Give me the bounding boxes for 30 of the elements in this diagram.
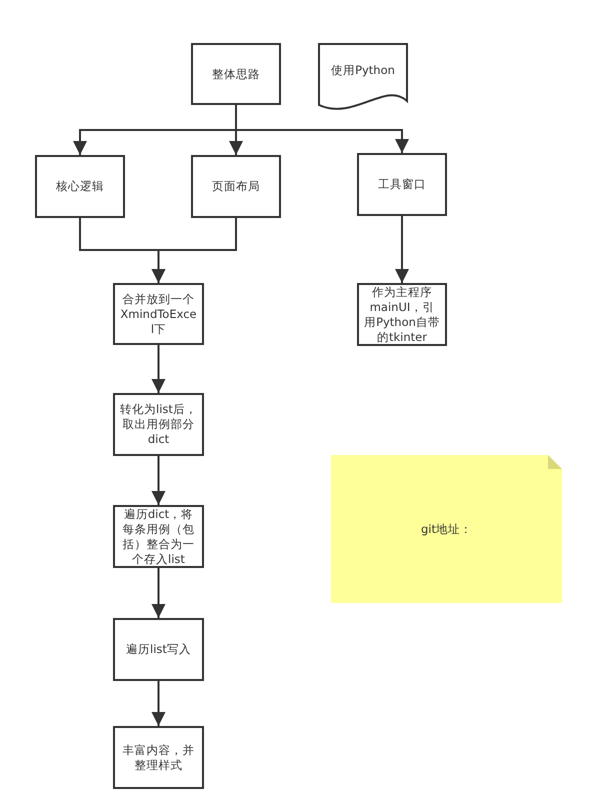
arrow: [395, 216, 409, 283]
process-box: [113, 393, 204, 456]
node-text: 工具窗口: [378, 177, 426, 192]
arrow: [152, 345, 166, 393]
process-box: [113, 726, 204, 789]
arrow: [152, 218, 237, 283]
process-box: [357, 153, 447, 216]
process-box: [113, 618, 204, 681]
process-box: [113, 505, 204, 568]
node-text: 页面布局: [212, 179, 260, 194]
process-box: [357, 283, 447, 346]
arrow: [152, 456, 166, 505]
node-text: 丰富内容，并整理样式: [122, 742, 196, 772]
node-text: 合并放到一个XmindToExcel下: [120, 292, 197, 336]
sticky-note: [331, 455, 562, 603]
arrow: [152, 681, 166, 726]
node-text: 遍历dict，将每条用例（包括）整合为一个存入list: [122, 506, 196, 566]
node-text: 转化为list后，取出用例部分dict: [120, 402, 197, 447]
process-box: [191, 155, 281, 218]
process-box: [191, 43, 281, 105]
arrow: [235, 105, 409, 153]
process-box: [113, 283, 204, 345]
node-text: 遍历list写入: [126, 642, 191, 657]
node-text: 核心逻辑: [56, 179, 104, 194]
node-text: 整体思路: [212, 66, 260, 82]
node-text: git地址：: [420, 522, 472, 536]
node-text: 使用Python: [331, 63, 395, 78]
arrow: [152, 568, 166, 618]
process-box: [35, 155, 125, 218]
node-text: 作为主程序mainUI，引用Python自带的tkinter: [364, 284, 440, 344]
